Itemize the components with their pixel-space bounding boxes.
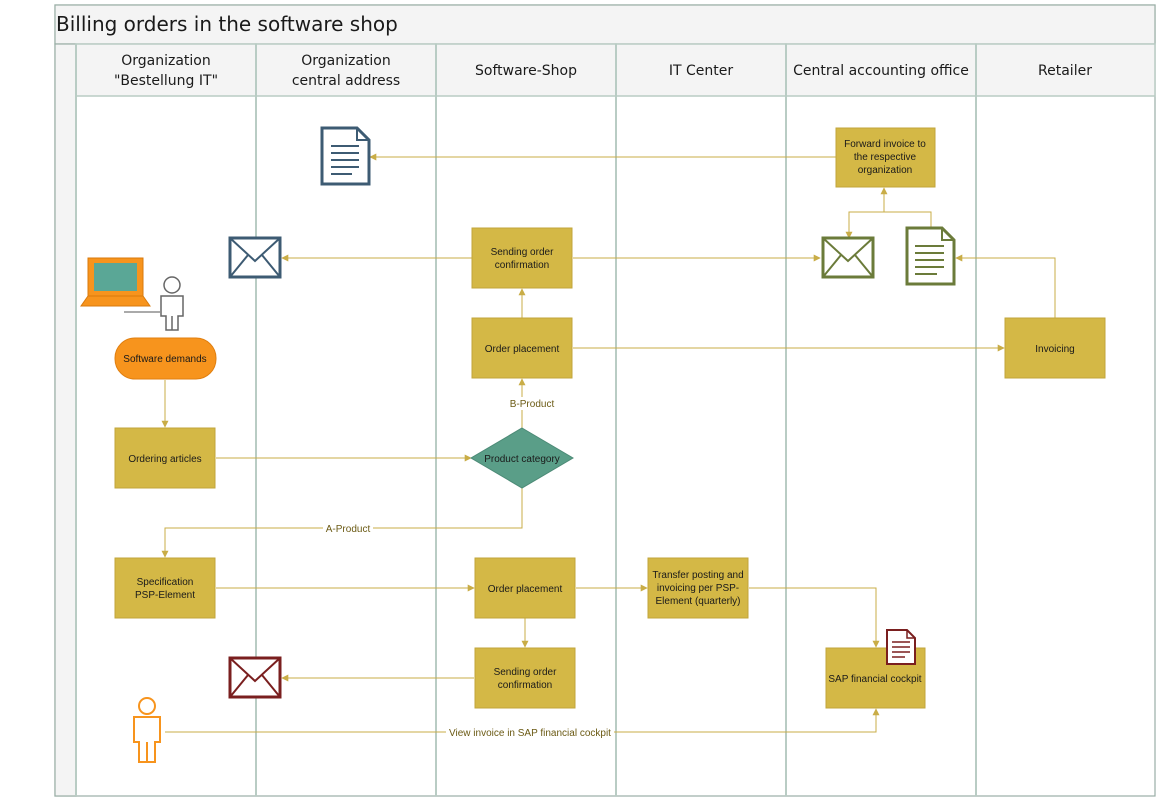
svg-text:organization: organization	[858, 165, 912, 176]
document-icon	[905, 226, 956, 286]
invoicing-box: Invoicing	[1004, 317, 1106, 379]
ordering-articles-box: Ordering articles	[114, 427, 216, 489]
svg-text:Product category: Product category	[484, 454, 560, 465]
svg-text:Sending order: Sending order	[491, 247, 554, 258]
connector	[749, 587, 880, 648]
user-icon	[133, 697, 161, 763]
specification-psp-box: Specification PSP-Element	[114, 557, 216, 619]
svg-text:Forward invoice to: Forward invoice to	[844, 139, 926, 150]
transfer-posting-box: Transfer posting and invoicing per PSP- …	[647, 557, 749, 619]
svg-text:Order placement: Order placement	[488, 584, 563, 595]
svg-text:confirmation: confirmation	[495, 260, 549, 271]
edge-label-b-product: B-Product	[510, 399, 555, 410]
edge-label-view-invoice: View invoice in SAP financial cockpit	[449, 728, 611, 739]
user-icon	[160, 276, 184, 331]
svg-text:Sending order: Sending order	[494, 667, 557, 678]
lane-title: Central accounting office	[793, 63, 969, 79]
lane-2: Software-Shop	[435, 43, 617, 97]
sending-order-confirmation-box: Sending order confirmation	[471, 227, 573, 289]
envelope-icon	[228, 656, 282, 699]
edge-label-a-product: A-Product	[326, 524, 371, 535]
envelope-icon	[228, 236, 282, 279]
document-icon	[320, 126, 371, 186]
lane-4: Central accounting office	[785, 43, 977, 97]
lane-title: Software-Shop	[475, 63, 577, 79]
lane-1: Organization central address	[255, 43, 437, 97]
lane-title-line2: "Bestellung IT"	[114, 73, 218, 89]
order-placement-box-2: Order placement	[474, 557, 576, 619]
svg-text:Transfer posting and: Transfer posting and	[652, 570, 743, 581]
svg-text:Software demands: Software demands	[123, 354, 206, 365]
svg-text:Ordering articles: Ordering articles	[128, 454, 201, 465]
order-placement-box: Order placement	[471, 317, 573, 379]
svg-text:SAP financial cockpit: SAP financial cockpit	[828, 674, 921, 685]
svg-text:invoicing per PSP-: invoicing per PSP-	[657, 583, 739, 594]
laptop-icon	[80, 257, 160, 313]
svg-text:PSP-Element: PSP-Element	[135, 590, 195, 601]
connector	[845, 211, 932, 239]
envelope-icon	[821, 236, 875, 279]
connectors	[161, 153, 1056, 733]
lane-title-line2: central address	[292, 73, 400, 89]
lane-title: Retailer	[1038, 63, 1092, 79]
svg-text:Invoicing: Invoicing	[1035, 344, 1074, 355]
connector	[165, 708, 880, 733]
lane-title: IT Center	[669, 63, 733, 79]
connector	[955, 254, 1056, 318]
lane-title-line1: Organization	[121, 53, 211, 69]
lane-5: Retailer	[975, 43, 1156, 97]
svg-text:Specification: Specification	[137, 577, 194, 588]
diagram-frame	[54, 4, 1156, 797]
svg-text:Order placement: Order placement	[485, 344, 560, 355]
lane-0: Organization "Bestellung IT"	[75, 43, 257, 97]
diagram-title: Billing orders in the software shop	[56, 12, 398, 36]
lane-title-line1: Organization	[301, 53, 391, 69]
svg-text:confirmation: confirmation	[498, 680, 552, 691]
svg-text:the respective: the respective	[854, 152, 917, 163]
product-category-decision: Product category	[470, 427, 574, 489]
sending-order-confirmation-box-2: Sending order confirmation	[474, 647, 576, 709]
lane-3: IT Center	[615, 43, 787, 97]
forward-invoice-box: Forward invoice to the respective organi…	[835, 127, 936, 188]
document-icon	[886, 629, 916, 665]
software-demands-start: Software demands	[114, 337, 217, 380]
svg-text:Element (quarterly): Element (quarterly)	[655, 596, 740, 607]
